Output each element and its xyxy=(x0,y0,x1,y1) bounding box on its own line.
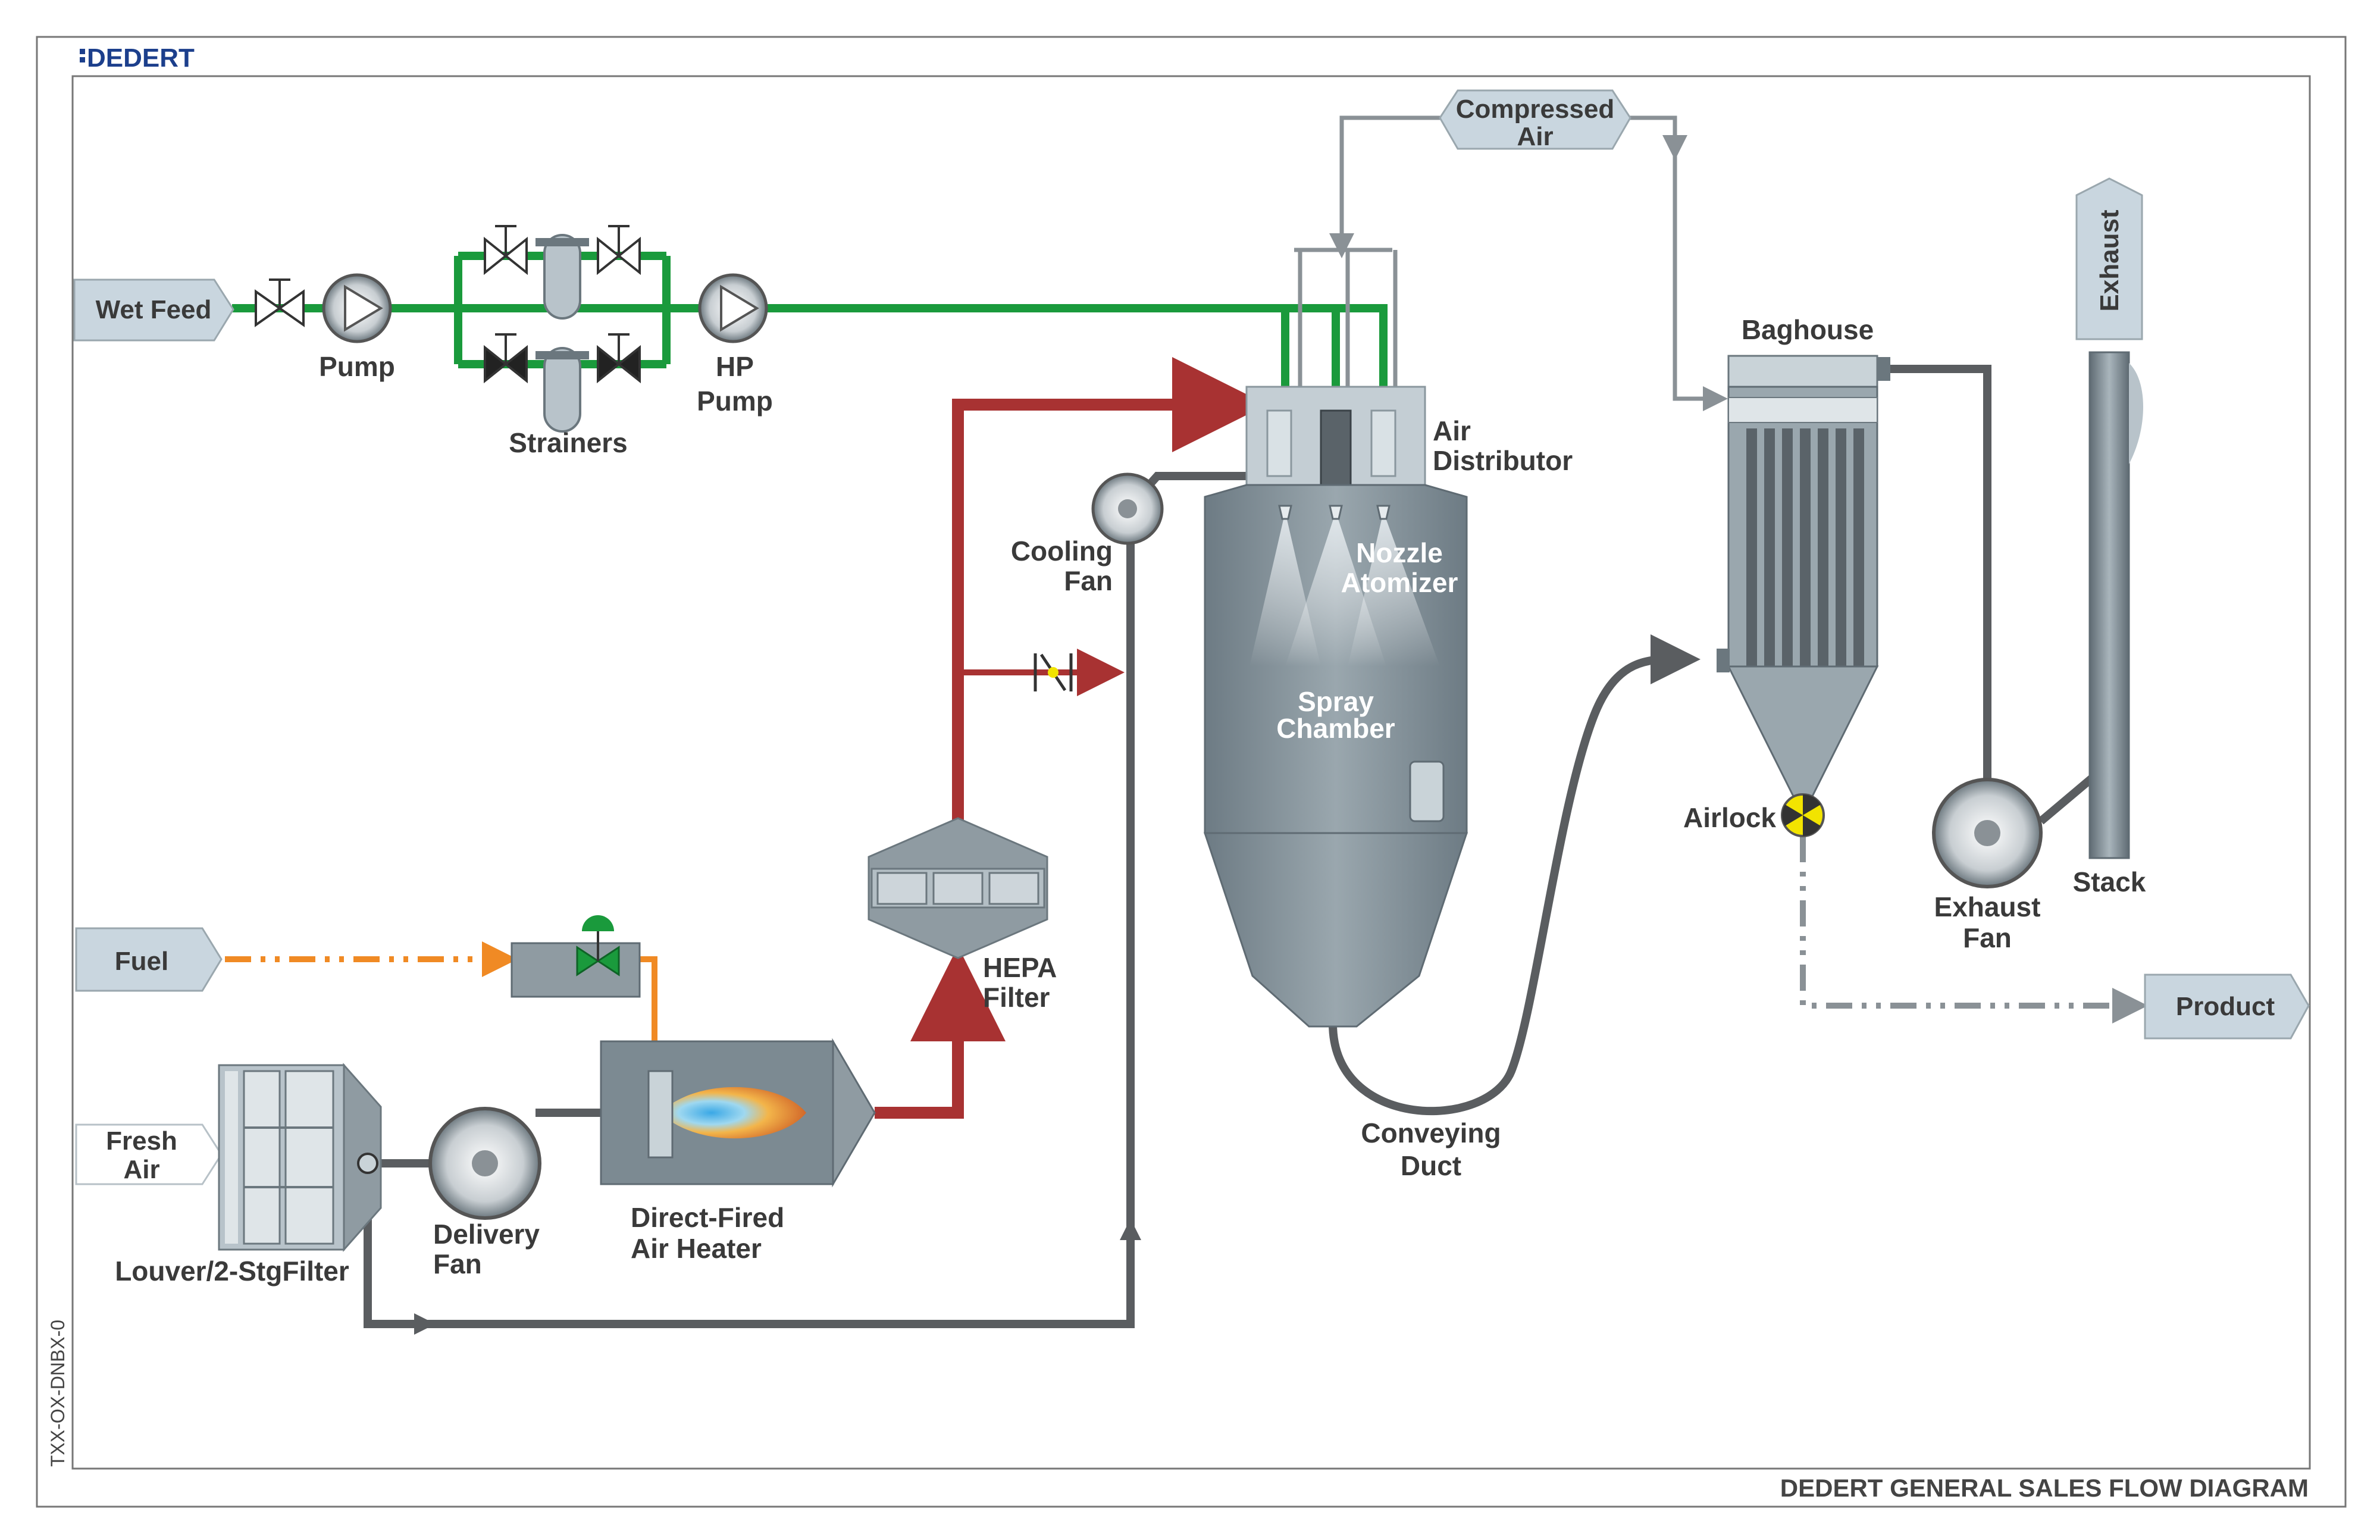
feed-valve-icon xyxy=(255,278,305,327)
nozzle-atomizer-label-1: Nozzle xyxy=(1356,537,1443,568)
product-tag: Product xyxy=(2144,974,2310,1040)
cooling-fan-label-1: Cooling xyxy=(1011,536,1113,566)
hp-pump-label-2: Pump xyxy=(697,386,773,417)
feed-line xyxy=(232,252,1388,500)
exhaust-tag: Exhaust xyxy=(2075,177,2143,340)
drawing-code: TXX-OX-DNBX-0 xyxy=(47,1320,68,1467)
delivery-fan-label-2: Fan xyxy=(433,1248,482,1279)
footer-title: DEDERT GENERAL SALES FLOW DIAGRAM xyxy=(1780,1474,2309,1502)
svg-text:Air: Air xyxy=(1517,122,1553,151)
svg-text:Fuel: Fuel xyxy=(115,947,168,976)
spray-cone-3 xyxy=(1348,512,1440,666)
strainers-label: Strainers xyxy=(509,427,627,458)
air-distributor xyxy=(1245,386,1426,489)
svg-text:Product: Product xyxy=(2176,992,2275,1021)
fresh-air-tag: Fresh Air xyxy=(75,1123,223,1185)
compressed-air-tag: Compressed Air xyxy=(1439,89,1631,151)
strainer-top xyxy=(536,234,589,320)
wet-feed-tag: Wet Feed xyxy=(73,278,234,342)
strainer-valve-2-icon xyxy=(597,225,641,276)
hepa-filter xyxy=(868,817,1048,959)
stack-label: Stack xyxy=(2073,866,2146,897)
delivery-fan-label-1: Delivery xyxy=(433,1219,540,1250)
strainer-valve-4-icon xyxy=(597,333,641,384)
compressed-air-line xyxy=(1294,115,1728,500)
delivery-fan-icon xyxy=(428,1107,541,1220)
baghouse-label: Baghouse xyxy=(1742,314,1874,345)
louver-filter-label: Louver/2-StgFilter xyxy=(115,1256,349,1287)
logo-text: DEDERT xyxy=(87,43,195,73)
gas-line-arrows xyxy=(381,1219,1141,1335)
outer-frame xyxy=(36,36,2347,1508)
conveying-duct-label-2: Duct xyxy=(1401,1150,1461,1181)
direct-fired-label-1: Direct-Fired xyxy=(631,1202,784,1233)
cooling-fan-icon xyxy=(1091,472,1164,545)
pump-label: Pump xyxy=(319,351,395,382)
stack xyxy=(2088,351,2143,859)
airlock-icon xyxy=(1781,793,1825,837)
exhaust-fan-icon xyxy=(1932,778,2043,888)
bypass-damper-icon xyxy=(1034,653,1073,691)
inner-frame xyxy=(71,75,2311,1470)
louver-filter xyxy=(218,1063,382,1252)
svg-text:Compressed: Compressed xyxy=(1456,95,1615,124)
air-distributor-label-1: Air xyxy=(1433,415,1471,446)
fuel-tag: Fuel xyxy=(75,927,223,992)
strainer-bottom xyxy=(536,347,589,433)
hepa-filter-label-2: Filter xyxy=(983,982,1050,1013)
cooling-fan-label-2: Fan xyxy=(1064,565,1113,596)
strainer-valve-3-icon xyxy=(484,333,528,384)
dedert-logo: DEDERT xyxy=(80,43,195,73)
direct-fired-air-heater xyxy=(600,1038,876,1188)
svg-text:Exhaust: Exhaust xyxy=(2095,209,2124,312)
spray-chamber-label-1: Spray xyxy=(1298,686,1374,717)
conveying-duct-label-1: Conveying xyxy=(1361,1118,1501,1148)
exhaust-fan-label-1: Exhaust xyxy=(1934,891,2041,922)
nozzle-atomizer-label-2: Atomizer xyxy=(1341,567,1458,598)
strainer-valve-1-icon xyxy=(484,225,528,276)
baghouse xyxy=(1717,355,1890,799)
direct-fired-label-2: Air Heater xyxy=(631,1233,762,1264)
spray-chamber xyxy=(1203,484,1468,1028)
hp-pump-icon xyxy=(698,273,768,343)
air-distributor-label-2: Distributor xyxy=(1433,445,1573,476)
spray-chamber-label-2: Chamber xyxy=(1276,713,1395,744)
svg-text:Air: Air xyxy=(123,1155,159,1184)
fuel-control-valve xyxy=(511,915,641,998)
pump-icon xyxy=(322,273,392,343)
product-line xyxy=(1800,836,2148,1023)
exhaust-fan-label-2: Fan xyxy=(1963,922,2012,953)
svg-text:Wet Feed: Wet Feed xyxy=(96,295,212,324)
hepa-filter-label-1: HEPA xyxy=(983,952,1057,983)
nozzle-atomizer-icon xyxy=(1278,505,1391,520)
svg-text:Fresh: Fresh xyxy=(106,1126,177,1156)
hot-air-line xyxy=(875,357,1267,1119)
hp-pump-label-1: HP xyxy=(716,351,754,382)
airlock-label: Airlock xyxy=(1683,802,1776,833)
